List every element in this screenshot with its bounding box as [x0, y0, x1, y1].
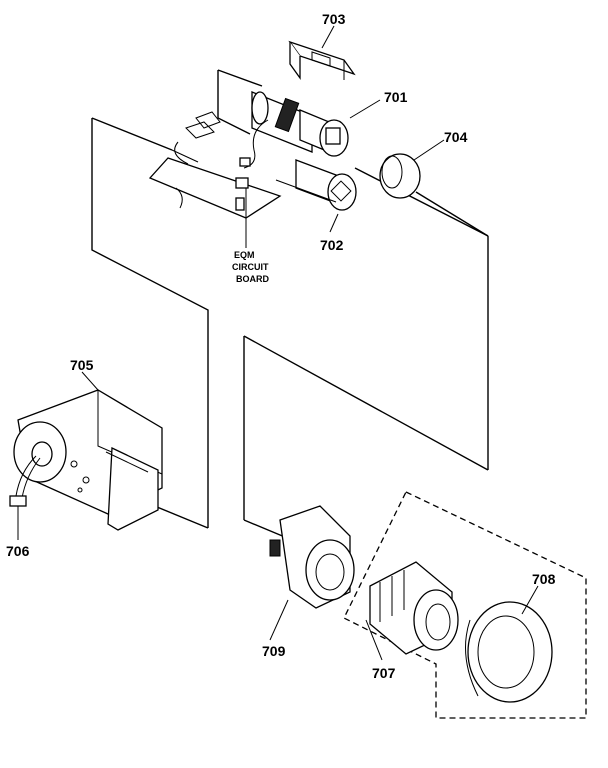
part-707-lens-barrel: [369, 561, 459, 655]
part-705-motor-block: [13, 389, 163, 531]
label-708: 708: [532, 571, 556, 587]
leader-lines: [17, 25, 539, 661]
part-706-connector: [9, 455, 41, 507]
eqm-circuit-board: [148, 111, 282, 248]
part-701-motor: [239, 91, 349, 169]
part-704-cap: [379, 153, 421, 199]
label-704: 704: [444, 129, 468, 145]
label-702: 702: [320, 237, 344, 253]
part-709-mount: [269, 505, 355, 609]
label-709: 709: [262, 643, 286, 659]
label-707: 707: [372, 665, 396, 681]
label-703: 703: [322, 11, 346, 27]
board-label-line1: EQM: [234, 250, 255, 260]
label-706: 706: [6, 543, 30, 559]
board-label-line3: BOARD: [236, 274, 269, 284]
part-708-lens-hood: [465, 601, 553, 703]
label-701: 701: [384, 89, 408, 105]
part-702-housing: [275, 159, 357, 211]
board-label-line2: CIRCUIT: [232, 262, 269, 272]
part-703-bracket: [288, 40, 356, 81]
label-705: 705: [70, 357, 94, 373]
